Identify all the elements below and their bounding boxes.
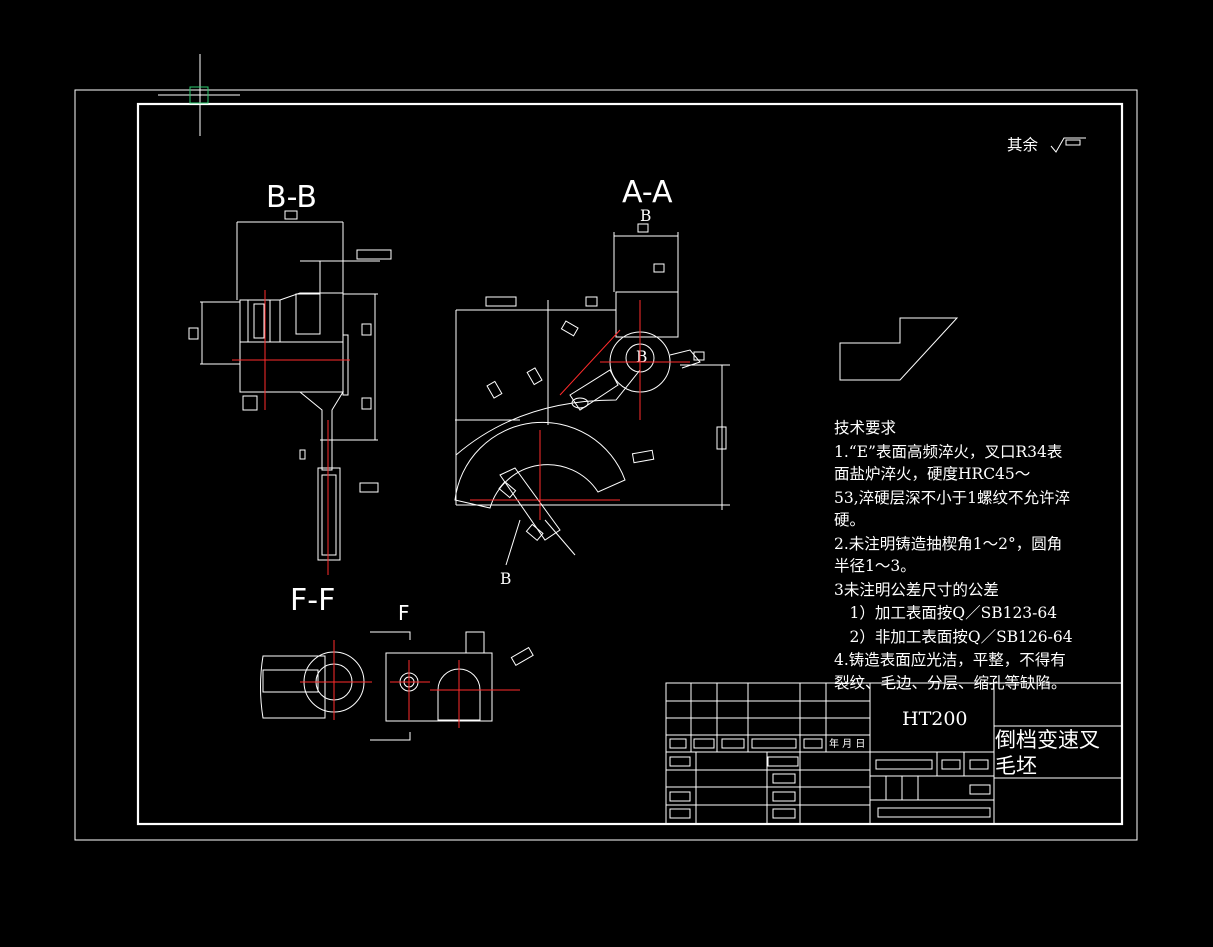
b-mark-center: B	[636, 348, 647, 366]
tech-req-line-8: 1）加工表面按Q／SB123-64	[834, 604, 1057, 622]
outer-frame	[74, 89, 1138, 841]
tech-req-line-4: 硬。	[834, 511, 865, 529]
roughness-note: 其余	[1007, 135, 1039, 154]
tech-req-line-5: 2.未注明铸造抽楔角1～2°，圆角	[834, 535, 1062, 553]
b-mark-top: B	[640, 207, 651, 225]
wedge-sketch	[839, 317, 959, 381]
date-label: 年 月 日	[829, 737, 865, 750]
tech-requirements: 技术要求 1.“E”表面高频淬火，叉口R34表 面盐炉淬火，硬度HRC45～ 5…	[834, 419, 1073, 692]
section-view-ff	[260, 631, 534, 741]
part-name-line-1: 倒档变速叉	[995, 728, 1100, 752]
section-label-aa: A-A	[622, 175, 673, 210]
tech-requirements-title: 技术要求	[834, 419, 896, 437]
b-mark-bottom: B	[500, 570, 511, 588]
tech-req-line-3: 53,淬硬层深不小于1螺纹不允许淬	[834, 489, 1070, 507]
section-view-bb	[188, 210, 392, 575]
section-label-bb: B-B	[266, 180, 317, 215]
crosshair-cursor-icon[interactable]	[158, 54, 240, 136]
inner-frame	[136, 102, 1124, 826]
title-block: 年 月 日 HT200 倒档变速叉 毛坯	[665, 682, 1123, 825]
tech-req-line-2: 面盐炉淬火，硬度HRC45～	[834, 465, 1030, 483]
roughness-symbol-icon	[1050, 137, 1086, 153]
f-mark: F	[398, 601, 410, 625]
tech-req-line-9: 2）非加工表面按Q／SB126-64	[834, 628, 1073, 646]
material-label: HT200	[902, 708, 968, 730]
section-view-aa: B	[454, 223, 730, 566]
tech-req-line-7: 3未注明公差尺寸的公差	[834, 581, 999, 599]
tech-req-line-1: 1.“E”表面高频淬火，叉口R34表	[834, 443, 1062, 461]
tech-req-line-6: 半径1～3。	[834, 557, 916, 575]
section-label-ff: F-F	[290, 583, 335, 618]
tech-req-line-10: 4.铸造表面应光洁，平整，不得有	[834, 650, 1066, 669]
part-name-line-2: 毛坯	[995, 754, 1037, 778]
